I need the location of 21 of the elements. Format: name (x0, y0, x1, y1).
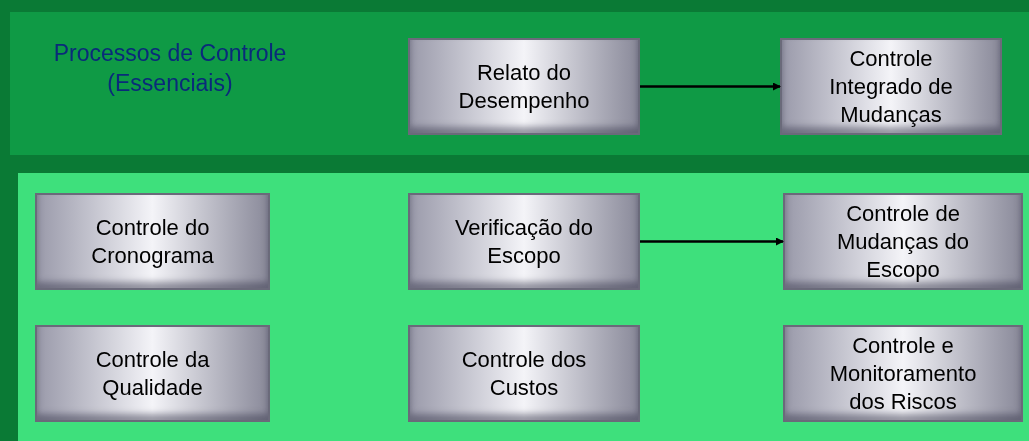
process-label: Controle da Qualidade (94, 345, 211, 402)
process-box (780, 38, 1002, 135)
process-label: Controle Integrado de Mudanças (828, 44, 954, 129)
process-label: Controle do Cronograma (90, 213, 215, 270)
process-label: Controle dos Custos (460, 345, 588, 402)
process-box (35, 193, 270, 290)
process-box (783, 193, 1023, 290)
arrow (640, 82, 781, 91)
arrow (640, 237, 784, 246)
process-box (408, 38, 640, 135)
process-label: Controle de Mudanças do Escopo (835, 199, 971, 284)
section-heading: Processos de Controle (Essenciais) (52, 39, 288, 98)
process-label: Verificação do Escopo (453, 213, 595, 270)
process-box (408, 325, 640, 422)
section-band (18, 173, 1029, 441)
process-label: Controle e Monitoramento dos Riscos (828, 331, 978, 416)
process-box (408, 193, 640, 290)
section-band (10, 12, 1029, 155)
process-label: Relato do Desempenho (457, 58, 591, 115)
process-box (35, 325, 270, 422)
process-box (783, 325, 1023, 422)
